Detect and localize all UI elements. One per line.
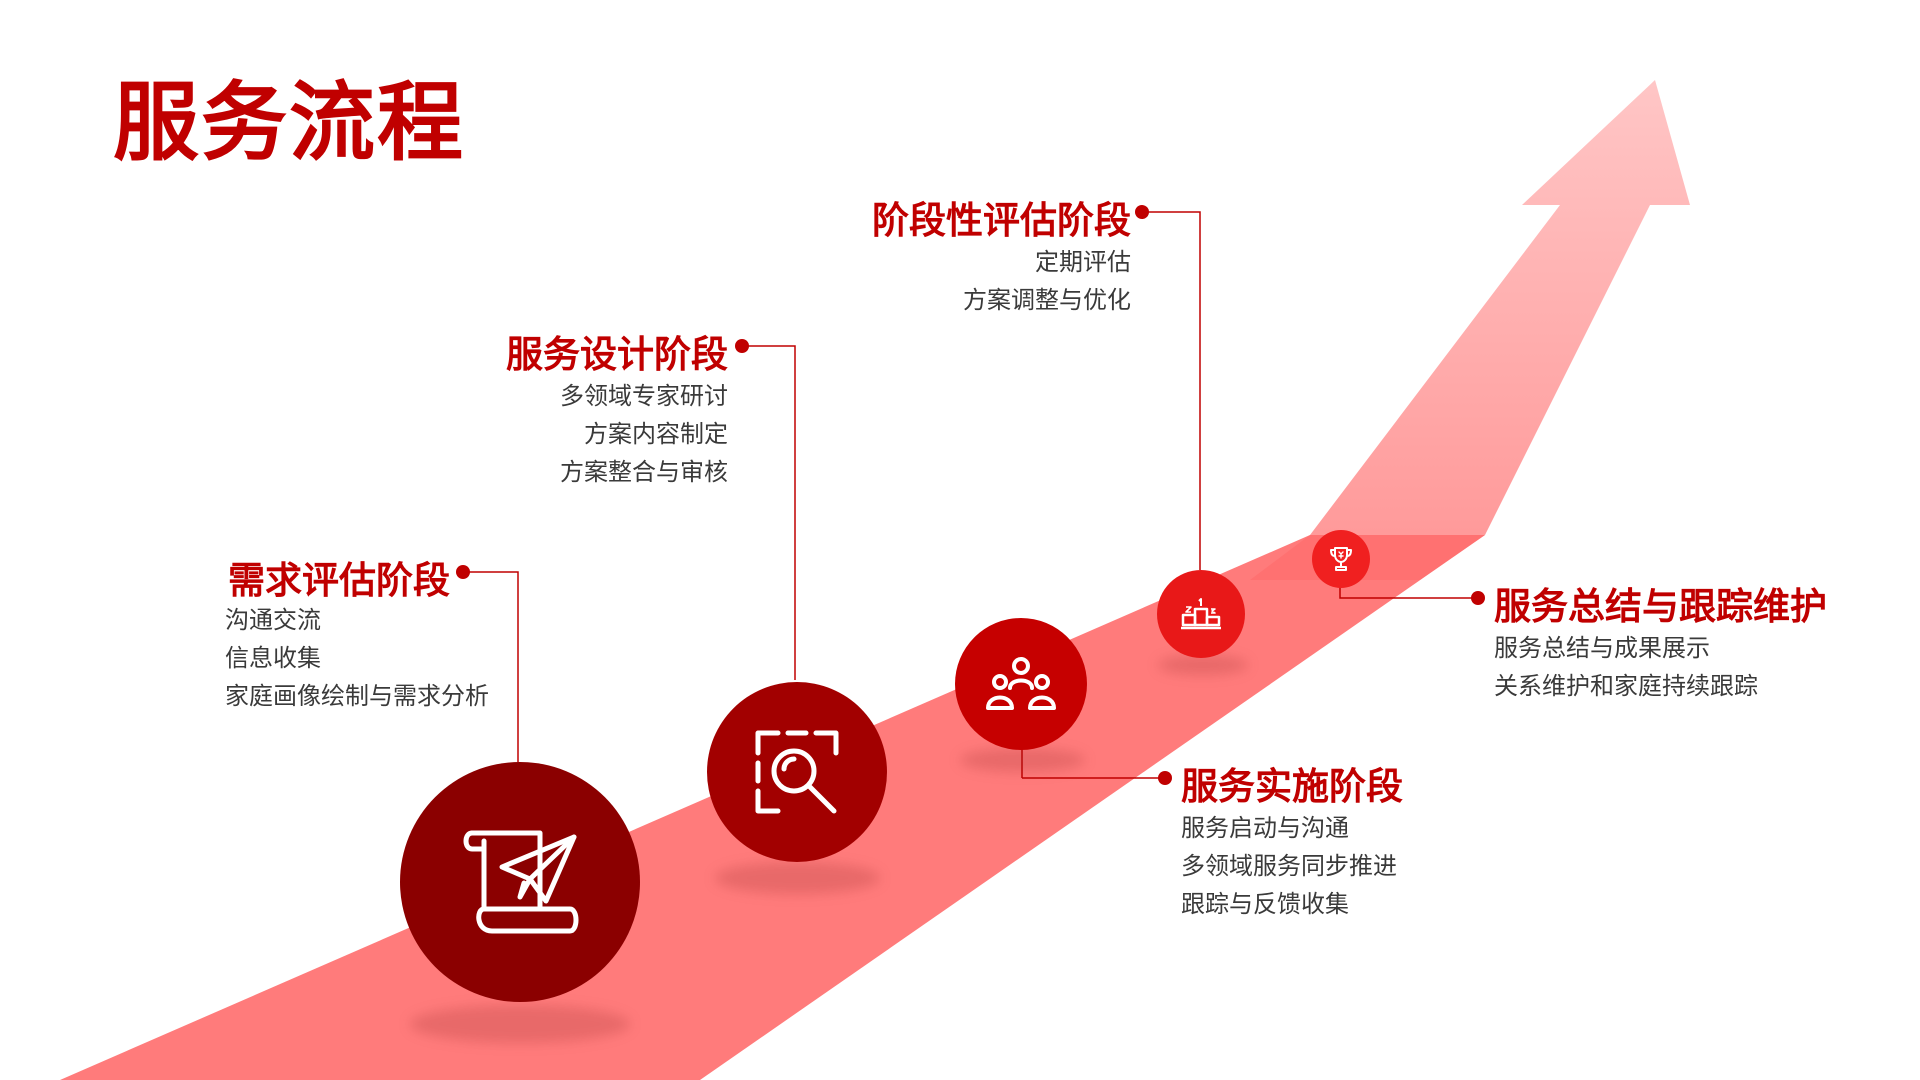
stage-3-item: 多领域服务同步推进 <box>1181 852 1397 880</box>
stage-4-items: 定期评估 方案调整与优化 <box>963 243 1131 319</box>
page-title: 服务流程 <box>113 73 465 173</box>
stage-1-items: 沟通交流 信息收集 家庭画像绘制与需求分析 <box>225 601 489 715</box>
stage-5-item: 服务总结与成果展示 <box>1494 634 1710 662</box>
circle-shadow <box>410 1005 630 1043</box>
stage-4-dot <box>1135 205 1149 219</box>
stage-2-circle[interactable] <box>707 682 887 862</box>
circle-shadow <box>960 748 1085 772</box>
trophy-icon <box>1330 547 1352 571</box>
stage-1-title: 需求评估阶段 <box>228 559 450 602</box>
circle-shadow <box>1158 655 1248 675</box>
team-icon <box>986 657 1056 710</box>
stage-2-item: 多领域专家研讨 <box>560 382 728 410</box>
circle-shadow <box>715 862 880 894</box>
stage-2-item: 方案内容制定 <box>584 420 728 448</box>
stage-1-item: 沟通交流 <box>225 606 321 634</box>
stage-3-item: 服务启动与沟通 <box>1181 814 1349 842</box>
stage-3-circle[interactable] <box>955 618 1087 750</box>
stage-4-title: 阶段性评估阶段 <box>872 199 1131 242</box>
stage-3-item: 跟踪与反馈收集 <box>1181 890 1349 918</box>
stage-2-item: 方案整合与审核 <box>560 458 728 486</box>
stage-5-items: 服务总结与成果展示 关系维护和家庭持续跟踪 <box>1494 629 1758 705</box>
stage-5-dot <box>1471 591 1485 605</box>
stage-4-item: 方案调整与优化 <box>963 286 1131 314</box>
stage-2-dot <box>735 339 749 353</box>
stage-4-item: 定期评估 <box>1035 248 1131 276</box>
stage-3-title: 服务实施阶段 <box>1181 765 1403 808</box>
stage-5-circle[interactable] <box>1312 530 1370 588</box>
stage-1-item: 家庭画像绘制与需求分析 <box>225 682 489 710</box>
stage-3-items: 服务启动与沟通 多领域服务同步推进 跟踪与反馈收集 <box>1181 809 1397 923</box>
stage-5-title: 服务总结与跟踪维护 <box>1494 585 1827 628</box>
stage-1-dot <box>456 565 470 579</box>
scroll-paper-plane-icon <box>463 830 579 934</box>
podium-icon <box>1181 598 1221 630</box>
stage-5-item: 关系维护和家庭持续跟踪 <box>1494 672 1758 700</box>
stage-1-item: 信息收集 <box>225 644 321 672</box>
stage-4-circle[interactable] <box>1157 570 1245 658</box>
arrow-head <box>1310 80 1690 535</box>
stage-2-title: 服务设计阶段 <box>506 333 728 376</box>
stage-2-items: 多领域专家研讨 方案内容制定 方案整合与审核 <box>560 377 728 491</box>
scan-search-icon <box>755 730 839 814</box>
stage-1-circle[interactable] <box>400 762 640 1002</box>
stage-3-dot <box>1158 771 1172 785</box>
